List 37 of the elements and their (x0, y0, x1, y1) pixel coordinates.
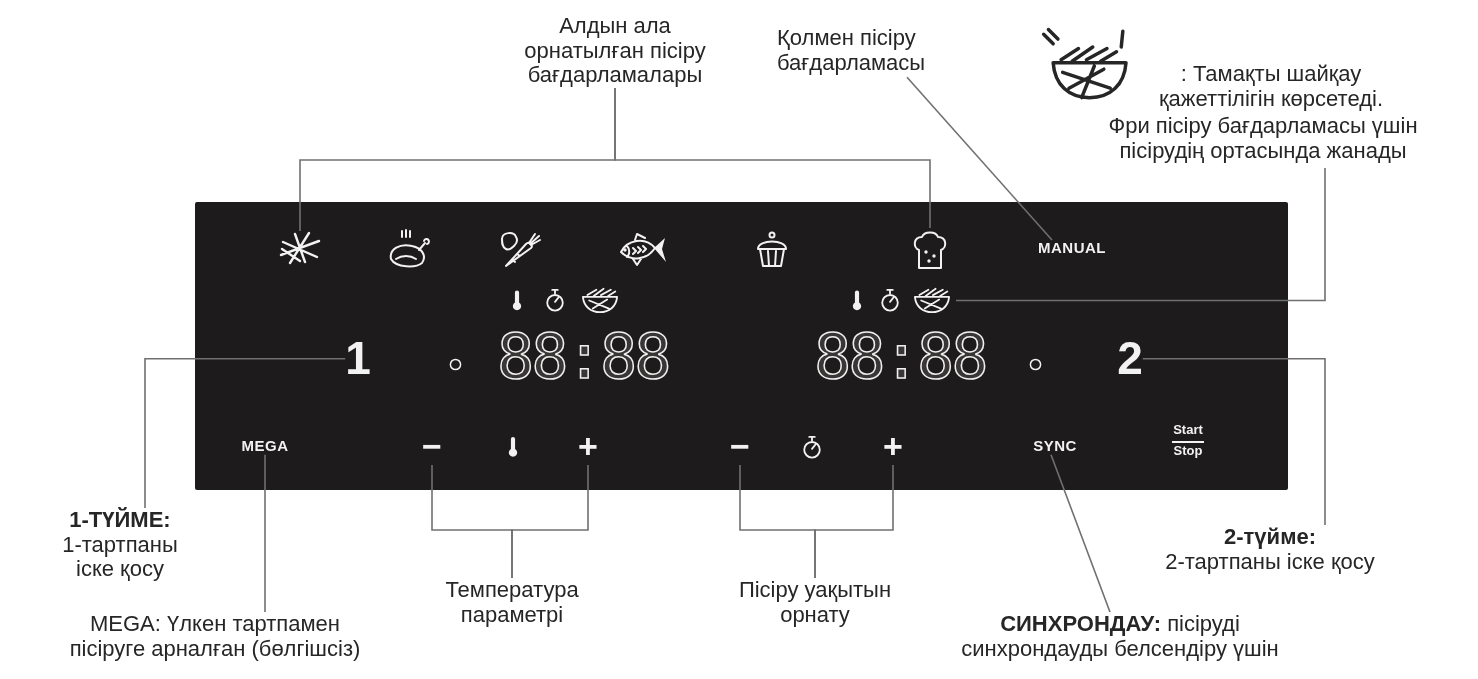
leader-line (264, 454, 266, 613)
callout-text: Қолмен пісіру бағдарламасы (777, 26, 977, 76)
panel-label: MEGA (241, 438, 289, 455)
fries-icon (278, 231, 322, 265)
vegetables-icon (498, 229, 542, 269)
leader-line (614, 87, 931, 229)
leader-line (814, 464, 894, 579)
panel-label: SYNC (1033, 438, 1077, 455)
leader-line (144, 358, 346, 509)
food-bowl-icon (912, 287, 952, 314)
minus-sign: − (422, 427, 442, 466)
callout-text: СИНХРОНДАУ: пісіруді синхрондауды белсендіру үшін (947, 612, 1293, 662)
leader-line (1142, 358, 1326, 526)
fish-icon (617, 232, 667, 268)
panel-label: Stop (1173, 444, 1203, 459)
leader-line (955, 167, 1326, 302)
callout-heading: 2-түйме: (1223, 525, 1317, 550)
panel-label: Start (1173, 423, 1203, 438)
plus-sign: + (578, 427, 598, 466)
callout-text: Алдын ала орнатылған пісіру бағдарламалары (507, 14, 723, 88)
digit-display: 88:88 (814, 326, 986, 388)
minus-sign: − (730, 427, 750, 466)
callout-heading: 1-ТҮЙМЕ: (68, 508, 172, 533)
callout-text: 2-тартпаны іске қосу (1164, 549, 1376, 575)
leader-line (906, 76, 1053, 241)
drawer-number: 1 (345, 333, 371, 385)
digit-display: 88:88 (497, 326, 669, 388)
plus-sign: + (883, 427, 903, 466)
callout-text: : Тамақты шайқау қажеттілігін көрсетеді. (1157, 62, 1384, 112)
callout-text: 1-тартпаны іске қосу (61, 532, 179, 582)
leader-line (1050, 454, 1111, 613)
control-panel (195, 202, 1288, 490)
callout-text: Пісіру уақытын орнату (717, 578, 913, 628)
panel-label: MANUAL (1038, 240, 1106, 257)
leader-line (511, 464, 589, 579)
drawer-number: 2 (1117, 333, 1143, 385)
callout-text: Фри пісіру бағдарламасы үшін пісірудің ортасында жанады (1107, 114, 1419, 164)
